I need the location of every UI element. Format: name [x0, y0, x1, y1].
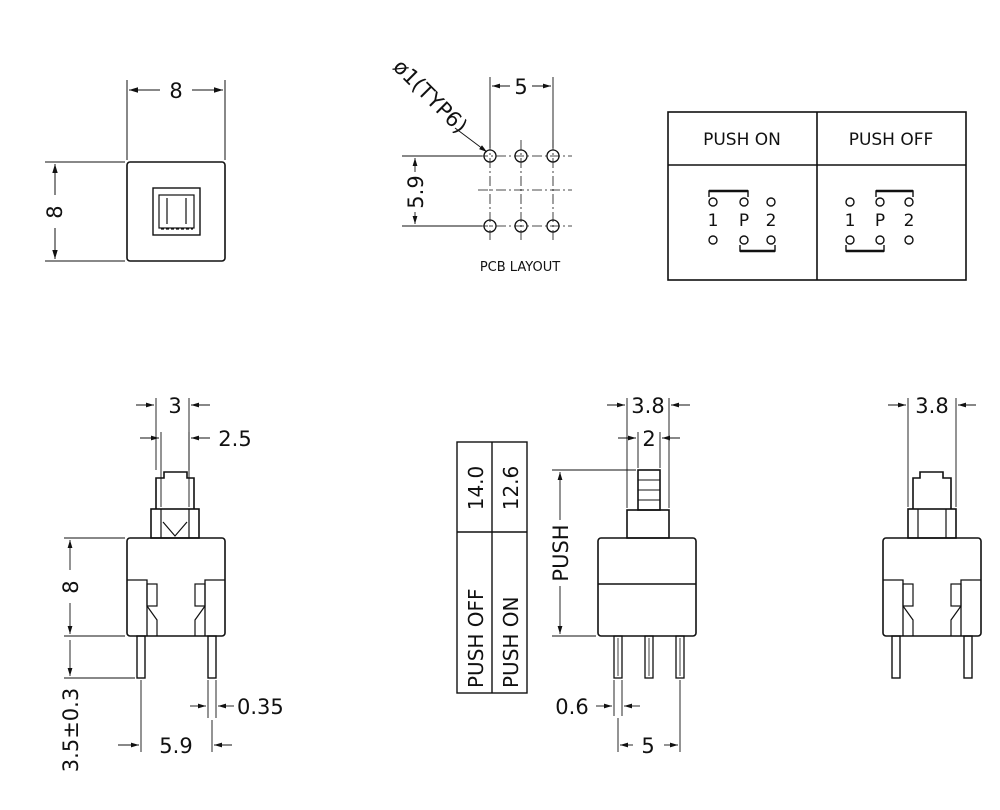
push-off-pin-1: 1: [845, 211, 856, 231]
push-off-contact-diagram: [845, 189, 914, 253]
push-on-header: PUSH ON: [703, 130, 781, 150]
push-off-height-label: PUSH OFF: [464, 588, 488, 688]
pcb-hole: [514, 219, 528, 233]
side-view-right: [882, 398, 982, 679]
top-view-plunger: [152, 187, 201, 236]
function-table: [667, 111, 967, 281]
top-view-width-dim: 8: [169, 79, 182, 103]
pcb-pitch-dim: 5: [514, 75, 527, 99]
side-view-middle: [552, 398, 697, 752]
plunger-cap: [912, 471, 952, 509]
switch-pin: [613, 635, 623, 679]
push-on-height-value: 12.6: [499, 466, 523, 511]
body-height-dim: 8: [59, 580, 83, 593]
pin-length-dim: 3.5±0.3: [59, 688, 83, 772]
switch-pin: [675, 635, 685, 679]
body-width-dim: 3.8: [631, 394, 664, 418]
push-on-pin-p: P: [739, 211, 749, 231]
switch-pin: [136, 635, 146, 679]
plunger-stem: [150, 508, 200, 539]
push-on-height-label: PUSH ON: [499, 597, 523, 689]
pcb-layout: [402, 77, 572, 242]
pin-pitch-dim: 5: [641, 734, 654, 758]
top-view: [45, 80, 226, 262]
pcb-layout-caption: PCB LAYOUT: [480, 260, 560, 275]
switch-pin: [207, 635, 217, 679]
pin-pitch-dim: 5.9: [159, 734, 192, 758]
push-off-height-value: 14.0: [464, 466, 488, 511]
switch-pin: [963, 635, 973, 679]
right-width-dim: 3.8: [915, 394, 948, 418]
pcb-hole: [546, 149, 560, 163]
push-on-pin-1: 1: [708, 211, 719, 231]
push-on-pin-2: 2: [766, 211, 777, 231]
push-off-pin-2: 2: [904, 211, 915, 231]
switch-body: [882, 537, 982, 637]
plunger-width-dim: 3: [168, 394, 181, 418]
push-off-header: PUSH OFF: [849, 130, 934, 150]
switch-pin: [644, 635, 654, 679]
top-view-plunger-inner: [158, 194, 195, 229]
top-view-body: [126, 161, 226, 262]
push-off-pin-p: P: [875, 211, 885, 231]
pcb-hole: [483, 149, 497, 163]
plunger-cap: [155, 471, 195, 509]
plunger-width-dim: 2: [642, 427, 655, 451]
plunger-stem: [626, 509, 670, 539]
side-view-left: [64, 398, 234, 752]
switch-body: [597, 537, 697, 637]
pcb-hole: [546, 219, 560, 233]
pcb-hole-callout: ø1(TYP6): [388, 55, 472, 139]
pcb-hole: [514, 149, 528, 163]
pcb-hole: [483, 219, 497, 233]
plunger-stem: [907, 508, 957, 539]
switch-pin: [891, 635, 901, 679]
top-view-height-dim: 8: [43, 205, 67, 218]
push-on-contact-diagram: [708, 189, 776, 253]
pcb-row-dim: 5.9: [404, 175, 428, 208]
push-stroke-label: PUSH: [549, 524, 573, 581]
pin-thickness-dim: 0.35: [237, 695, 284, 719]
pin-width-dim: 0.6: [555, 695, 588, 719]
plunger-inner-dim: 2.5: [218, 427, 251, 451]
switch-body: [126, 537, 226, 637]
height-table: [456, 441, 528, 694]
